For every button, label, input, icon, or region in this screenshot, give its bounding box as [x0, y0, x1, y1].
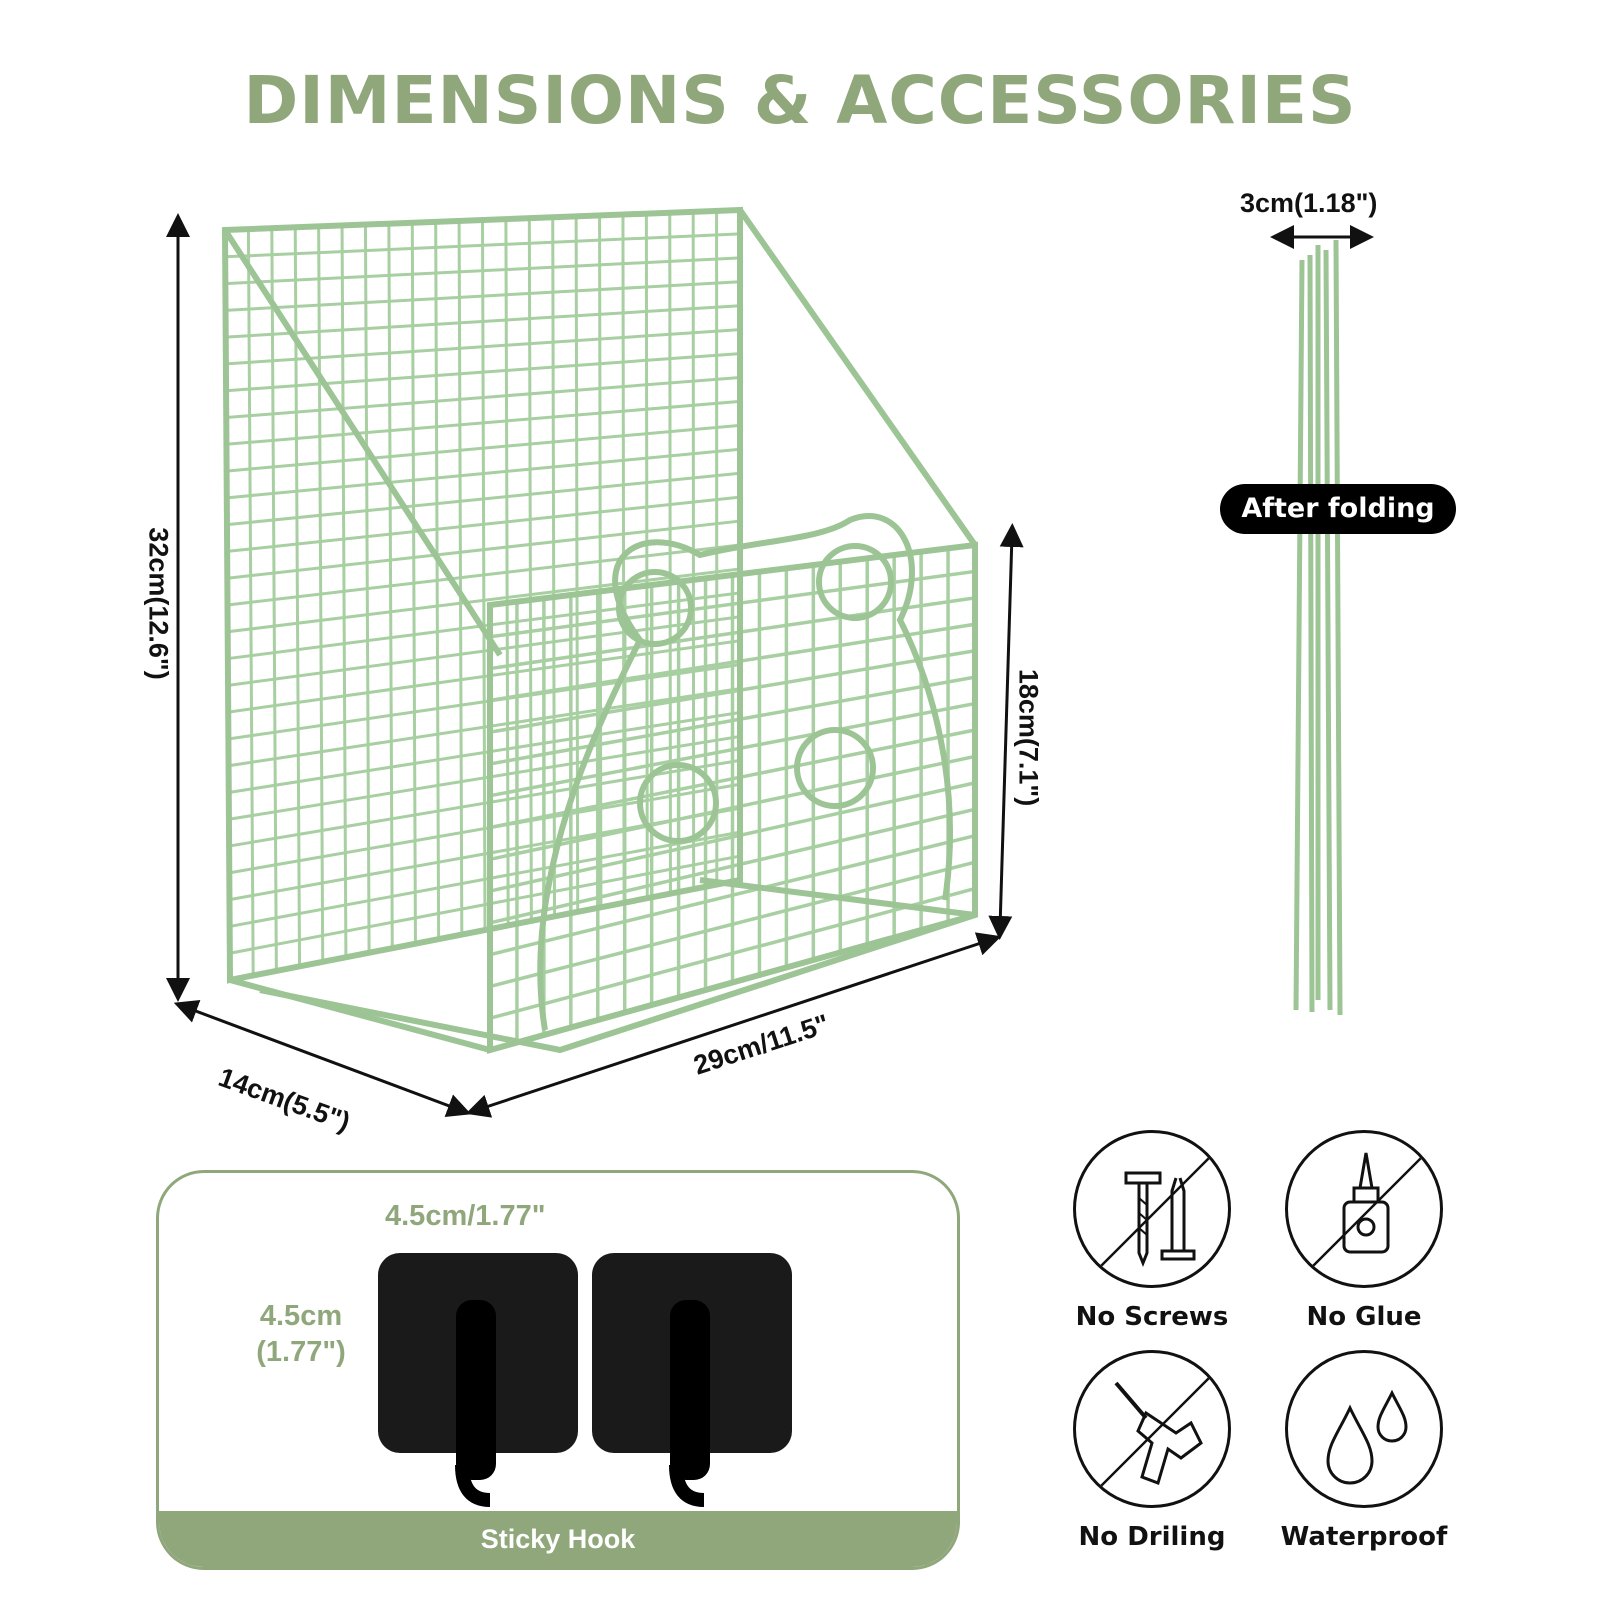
basket-back-panel [225, 210, 741, 976]
wire-horizontal [225, 256, 741, 286]
wire-horizontal [225, 280, 741, 312]
wire-horizontal [489, 569, 976, 639]
wire-horizontal [229, 854, 741, 955]
wire-horizontal [225, 352, 741, 393]
feature-label: No Driling [1078, 1522, 1226, 1552]
wire-horizontal [228, 687, 741, 768]
feature-label: Waterproof [1280, 1522, 1448, 1552]
sticky-hook-caption: Sticky Hook [159, 1511, 957, 1567]
water-drops-icon [1285, 1350, 1443, 1508]
wire-horizontal [228, 734, 741, 821]
feature-no-drilling: No Driling [1042, 1350, 1262, 1552]
wire-horizontal [225, 232, 741, 259]
wire-horizontal [489, 728, 976, 830]
wire-horizontal [226, 423, 741, 473]
wire-horizontal [226, 447, 741, 500]
wire-horizontal [489, 781, 976, 893]
hook-height-line1: 4.5cm [259, 1300, 343, 1332]
folded-basket [1293, 239, 1343, 1016]
hook-width-label: 4.5cm/1.77" [385, 1200, 546, 1232]
hook-height-label: 4.5cm (1.77") [246, 1298, 356, 1370]
wire-horizontal [228, 711, 741, 794]
feature-no-screws: No Screws [1042, 1130, 1262, 1332]
sticky-hook-card: Sticky Hook [156, 1170, 960, 1570]
wire-horizontal [226, 376, 741, 419]
feature-label: No Glue [1306, 1302, 1422, 1332]
feature-label: No Screws [1075, 1302, 1229, 1332]
basket-height-label: 32cm(12.6") [143, 527, 174, 680]
wire-horizontal [226, 399, 741, 446]
wire-horizontal [226, 471, 741, 527]
wire-horizontal [229, 830, 741, 928]
wire-horizontal [228, 663, 741, 741]
wire-horizontal [227, 543, 741, 607]
hook-height-line2: (1.77") [256, 1336, 346, 1368]
wire-horizontal [489, 701, 976, 798]
screws-icon [1073, 1130, 1231, 1288]
wire-horizontal [489, 675, 976, 766]
glue-icon [1285, 1130, 1443, 1288]
after-folding-badge: After folding [1220, 484, 1456, 534]
wire-horizontal [489, 596, 976, 671]
wire-horizontal [489, 754, 976, 861]
wire-horizontal [229, 782, 741, 875]
wire-horizontal [489, 648, 976, 734]
wire-horizontal [228, 639, 741, 714]
wire-horizontal [489, 807, 976, 925]
folded-thickness-label: 3cm(1.18") [1240, 188, 1378, 218]
wire-horizontal [227, 519, 741, 580]
feature-no-glue: No Glue [1254, 1130, 1474, 1332]
feature-waterproof: Waterproof [1254, 1350, 1474, 1552]
page-title: DIMENSIONS & ACCESSORIES [243, 62, 1357, 139]
drill-icon [1073, 1350, 1231, 1508]
wire-horizontal [226, 495, 741, 553]
wire-horizontal [227, 615, 741, 687]
wire-horizontal [227, 567, 741, 634]
wire-horizontal [225, 304, 741, 339]
wire-horizontal [225, 328, 741, 366]
wire-horizontal [489, 622, 976, 703]
basket-front-height-label: 18cm(7.1") [1013, 668, 1044, 807]
